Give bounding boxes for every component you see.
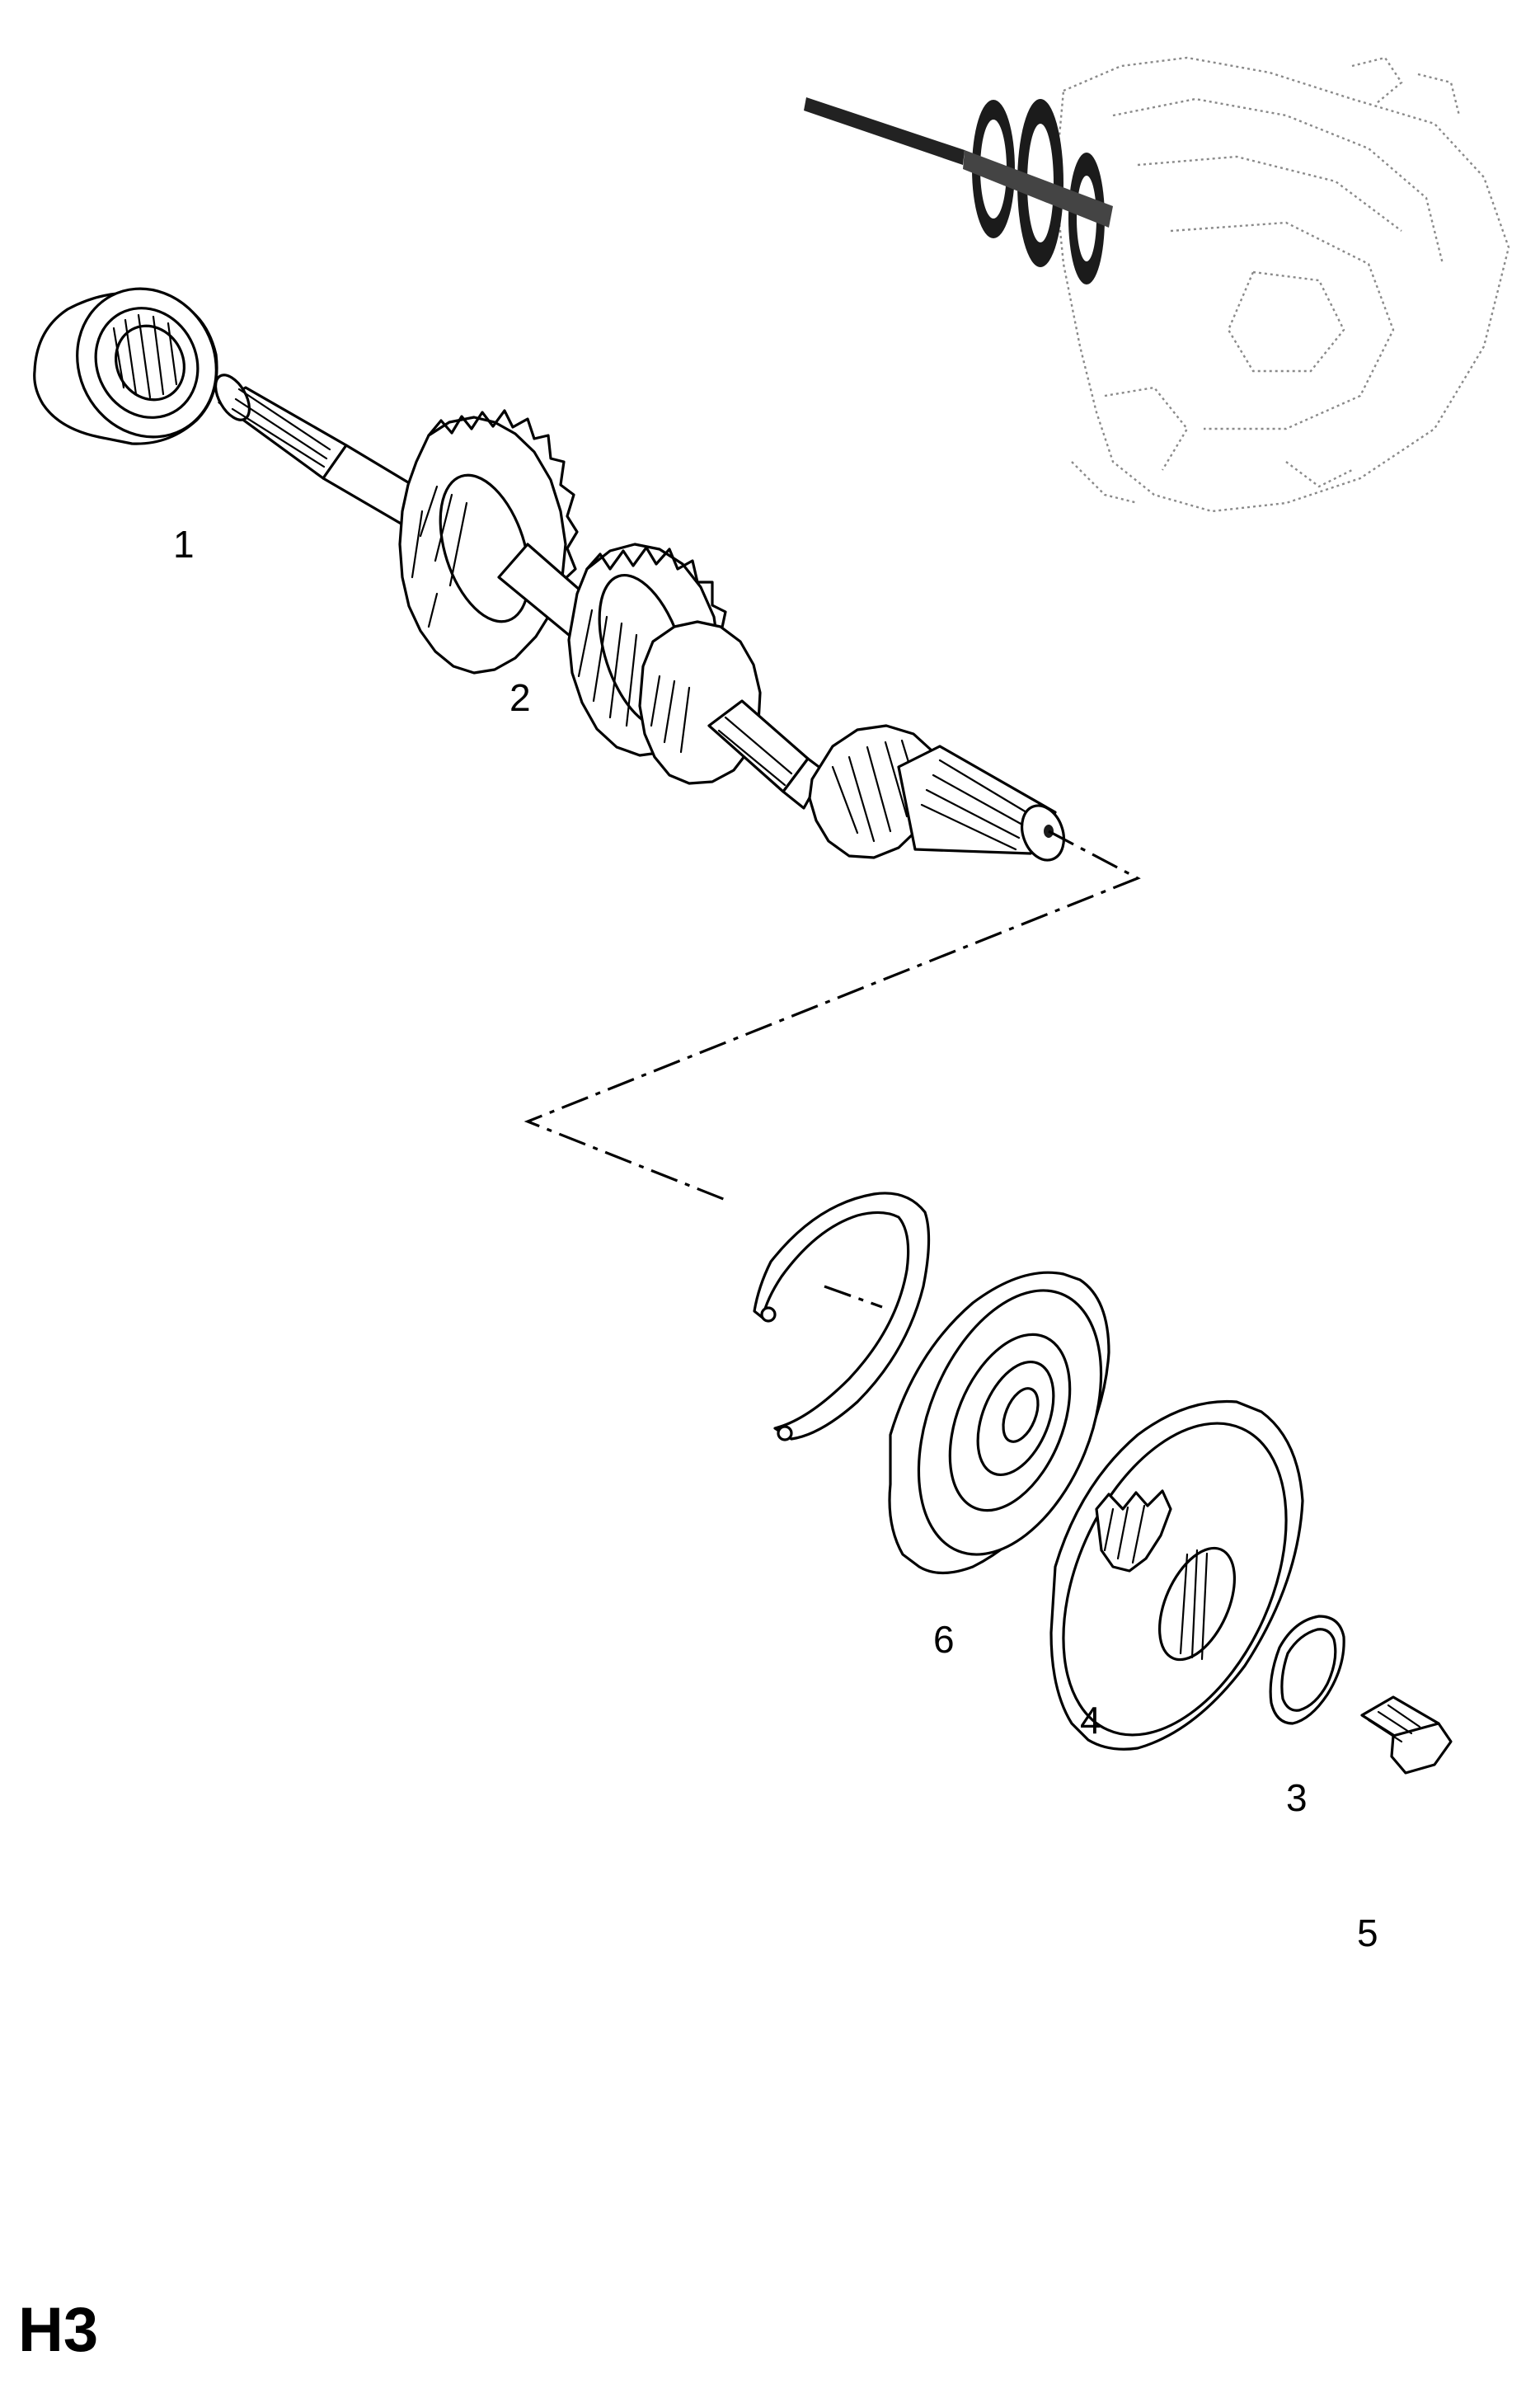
callout-2: 2 <box>509 676 531 719</box>
part-3-gear-carrier <box>1049 1399 1304 1751</box>
part-5-circlip <box>1269 1615 1345 1725</box>
callout-1: 1 <box>173 523 195 566</box>
transmission-locator-illustration <box>804 56 1510 513</box>
part-6-snap-ring <box>753 1192 931 1441</box>
bolt <box>1360 1695 1453 1775</box>
callout-5: 5 <box>1357 1911 1378 1954</box>
part-2-gear-shaft <box>214 374 1065 862</box>
callout-6: 6 <box>933 1618 955 1661</box>
page-code-label: H3 <box>18 2295 99 2365</box>
assembly-alignment-line-2 <box>824 1285 883 1309</box>
callout-3: 3 <box>1286 1776 1308 1819</box>
part-1-roller-bearing <box>33 287 218 445</box>
callout-4: 4 <box>1080 1699 1101 1742</box>
part-4-ball-bearing <box>888 1271 1110 1575</box>
assembly-alignment-line <box>524 830 1141 1201</box>
